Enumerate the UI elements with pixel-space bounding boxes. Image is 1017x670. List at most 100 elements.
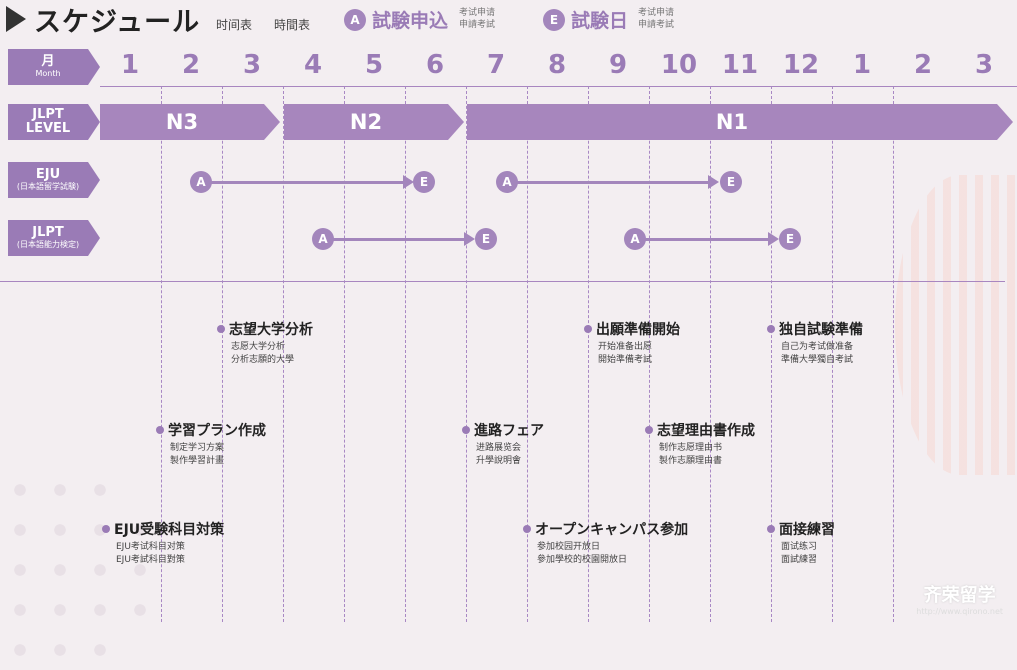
level-n1: N1 [467, 104, 997, 140]
level-n1-tip [997, 104, 1013, 140]
month-grid-line [222, 86, 223, 622]
jlpt-track-2-exam: E [779, 228, 801, 250]
task-title: 学習プラン作成 [168, 423, 266, 439]
task-description: 自己为考试做准备準備大學獨自考試 [781, 341, 853, 367]
legend-e-icon: E [543, 9, 565, 31]
brand-logo: 齐荣留学 http://www.qirono.net [916, 585, 1003, 616]
task-description: 参加校园开放日參加學校的校園開放日 [537, 541, 627, 567]
task-bullet-icon [767, 525, 775, 533]
task-description-line: 面试练习 [781, 542, 818, 552]
task-bullet-icon [156, 426, 164, 434]
legend-a-icon: A [344, 9, 366, 31]
month-label: 9 [608, 50, 628, 80]
level-n3-tip [264, 104, 280, 140]
month-label: 10 [660, 50, 698, 80]
eju-track-2-exam: E [720, 171, 742, 193]
row-label-eju: EJU (日本語留学試験) [8, 162, 100, 198]
title-block: スケジュール [6, 2, 201, 38]
month-label: 7 [486, 50, 506, 80]
month-grid-line [344, 86, 345, 622]
month-label: 1 [120, 50, 140, 80]
task-description-line: EJU考试科目对策 [116, 542, 185, 552]
task-description: 制作志愿理由书製作志願理由書 [659, 442, 722, 468]
month-label: 12 [782, 50, 820, 80]
eju-track-1-bar [201, 180, 404, 184]
jlpt-track-1-bar [323, 237, 465, 241]
jlpt-track-1-arrow [464, 232, 475, 246]
task-description: 开始准备出愿開始準備考試 [598, 341, 652, 367]
jlpt-track-1-apply: A [312, 228, 334, 250]
month-label: 6 [425, 50, 445, 80]
task-description: 面试练习面試練習 [781, 541, 817, 567]
month-label: 2 [181, 50, 201, 80]
task-title: EJU受験科目対策 [114, 522, 225, 538]
task-description-line: 自己为考试做准备 [781, 342, 854, 352]
month-label: 3 [974, 50, 994, 80]
level-n3: N3 [100, 104, 264, 140]
task-description-line: EJU考試科目對策 [116, 555, 185, 565]
legend-a-note: 考试申请 申請考試 [459, 8, 496, 30]
task-title: 独自試験準備 [779, 322, 863, 338]
task-description-line: 面試練習 [781, 555, 818, 565]
eju-track-1-apply: A [190, 171, 212, 193]
task-description: 制定学习方案製作學習計畫 [170, 442, 224, 468]
task-title: 志望理由書作成 [657, 423, 755, 439]
decorative-circle-right [895, 175, 1017, 475]
month-label: 11 [721, 50, 759, 80]
page-title: スケジュール [34, 6, 201, 38]
month-grid-line [405, 86, 406, 622]
task-description-line: 制作志愿理由书 [659, 443, 723, 453]
task-bullet-icon [217, 325, 225, 333]
decorative-flower-pattern [0, 470, 160, 670]
level-n2-tip [448, 104, 464, 140]
task-bullet-icon [523, 525, 531, 533]
legend-a-label: 試験申込 [372, 10, 449, 32]
jlpt-track-2-arrow [768, 232, 779, 246]
task-bullet-icon [645, 426, 653, 434]
eju-track-2-arrow [708, 175, 719, 189]
row-label-month: 月 Month [8, 49, 100, 85]
month-label: 4 [303, 50, 323, 80]
month-label: 5 [364, 50, 384, 80]
month-grid-line [771, 86, 772, 622]
eju-track-1-arrow [403, 175, 414, 189]
month-grid-line [649, 86, 650, 622]
month-grid-line [161, 86, 162, 622]
month-label: 2 [913, 50, 933, 80]
row-label-jlpt-level: JLPT LEVEL [8, 104, 100, 140]
eju-track-1-exam: E [413, 171, 435, 193]
month-grid-line [527, 86, 528, 622]
task-description-line: 参加校园开放日 [537, 542, 601, 552]
task-title: 面接練習 [779, 522, 835, 538]
task-description-line: 分析志願的大學 [231, 355, 295, 365]
jlpt-track-2-apply: A [624, 228, 646, 250]
task-description-line: 製作學習計畫 [170, 456, 225, 466]
task-description-line: 準備大學獨自考試 [781, 355, 854, 365]
month-label: 1 [852, 50, 872, 80]
eju-track-2-apply: A [496, 171, 518, 193]
jlpt-track-2-bar [635, 237, 769, 241]
task-description-line: 開始準備考試 [598, 355, 653, 365]
section-divider [0, 281, 1005, 282]
task-description-line: 製作志願理由書 [659, 456, 723, 466]
task-bullet-icon [462, 426, 470, 434]
eju-track-2-bar [507, 180, 708, 184]
task-title: 出願準備開始 [596, 322, 680, 338]
task-description: 志愿大学分析分析志願的大學 [231, 341, 294, 367]
month-label: 8 [547, 50, 567, 80]
task-description-line: 升學說明會 [476, 456, 522, 466]
row-label-jlpt: JLPT (日本語能力検定) [8, 220, 100, 256]
task-description-line: 制定学习方案 [170, 443, 225, 453]
task-description-line: 开始准备出愿 [598, 342, 653, 352]
legend-e-label: 試験日 [571, 10, 629, 32]
task-title: オープンキャンパス参加 [535, 522, 689, 538]
title-arrow-icon [6, 6, 26, 32]
subtitle-simplified: 时间表 [216, 18, 253, 32]
task-description: EJU考试科目对策 EJU考試科目對策 [116, 541, 185, 567]
month-grid-line [466, 86, 467, 622]
task-title: 進路フェア [474, 423, 544, 439]
task-description-line: 參加學校的校園開放日 [537, 555, 628, 565]
task-description-line: 志愿大学分析 [231, 342, 286, 352]
month-grid-line [832, 86, 833, 622]
month-label: 3 [242, 50, 262, 80]
